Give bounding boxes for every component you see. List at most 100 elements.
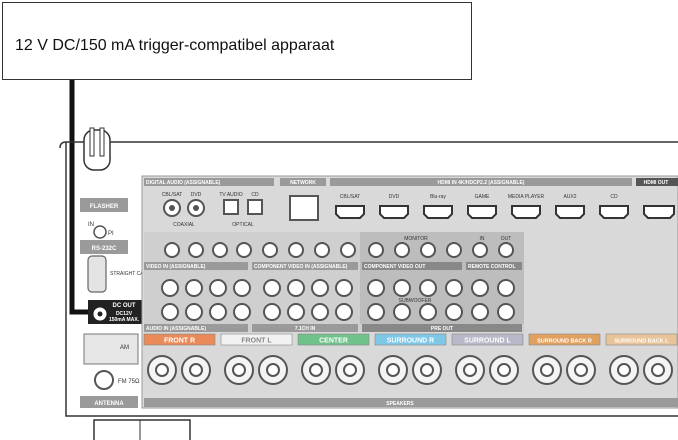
hdmi-in-title: HDMI IN 4K/HDCP2.2 (ASSIGNABLE) <box>438 180 525 186</box>
digital-input-label-4: CD <box>251 192 259 198</box>
speaker-terminal-center <box>420 363 434 377</box>
speaker-terminal-center <box>617 363 631 377</box>
remote-out-label: OUT <box>501 236 512 242</box>
network-label-bar <box>280 178 326 186</box>
speaker-terminal-center <box>463 363 477 377</box>
remote-in-label: IN <box>480 236 485 242</box>
hdmi-input-label-6: AUX2 <box>563 194 576 200</box>
panel-outline-top <box>59 141 678 149</box>
hdmi-input-label-5: MEDIA PLAYER <box>508 194 545 200</box>
coaxial-jacks <box>163 199 205 217</box>
speaker-section: FRONT R FRONT L CENTER SURROUND R SURROUND L… <box>143 333 678 385</box>
digital-audio-title: DIGITAL AUDIO (ASSIGNABLE) <box>146 180 221 186</box>
dc-out-jack-center <box>97 311 103 317</box>
digital-input-label-3: TV AUDIO <box>219 192 242 198</box>
flasher-pi-label: PI <box>108 231 114 237</box>
speaker-terminal-center <box>266 363 280 377</box>
speakers-title: SPEAKERS <box>386 401 414 407</box>
rs232c-note: STRAIGHT CABLE <box>110 271 154 277</box>
rs232c-title: RS-232C <box>92 246 117 252</box>
flasher-jack <box>93 225 107 239</box>
optical-label: OPTICAL <box>232 222 254 228</box>
rs232c-label-bar <box>80 240 128 254</box>
speaker-terminal-center <box>540 363 554 377</box>
hdmi-in-label-bar <box>330 178 632 186</box>
antenna-fm-label: FM 75Ω <box>118 379 140 385</box>
digital-input-label-1: CBL/SAT <box>162 192 182 198</box>
fm-antenna-jack <box>94 370 114 390</box>
component-out-label-bar <box>362 262 462 270</box>
dc-out-spec-line1: DC12V <box>116 311 133 317</box>
hdmi-input-label-1: CBL/SAT <box>340 194 360 200</box>
audio-in-title: AUDIO IN (ASSIGNABLE) <box>146 326 206 332</box>
antenna-post <box>83 129 111 171</box>
hdmi-input-label-7: CD <box>610 194 618 200</box>
am-antenna-terminal <box>83 333 139 365</box>
speaker-channel-label: SURROUND BACK L <box>614 339 669 345</box>
speaker-channel-header <box>374 333 447 346</box>
speaker-terminal-center <box>651 363 665 377</box>
speaker-terminal-center <box>386 363 400 377</box>
hdmi-out-label-bar <box>636 178 678 186</box>
hdmi-input-label-2: DVD <box>389 194 400 200</box>
ch71-in-jacks <box>263 279 353 321</box>
flasher-label-bar <box>80 198 128 212</box>
component-out-title: COMPONENT VIDEO OUT <box>364 264 425 270</box>
panel-outline <box>65 142 678 417</box>
device-callout-text: 12 V DC/150 mA trigger-compatibel appara… <box>15 37 335 54</box>
rs232c-port <box>87 255 107 293</box>
network-title: NETWORK <box>290 180 316 186</box>
flasher-title: FLASHER <box>90 204 119 210</box>
speaker-terminal-center <box>189 363 203 377</box>
video-in-title: VIDEO IN (ASSIGNABLE) <box>146 264 206 270</box>
speaker-terminal-center <box>343 363 357 377</box>
video-in-label-bar <box>144 262 248 270</box>
digital-audio-label-bar <box>144 178 274 186</box>
panel-foot <box>93 419 191 440</box>
hdmi-out-title: HDMI OUT <box>644 180 669 186</box>
pre-out-label-bar <box>362 324 522 332</box>
coaxial-label: COAXIAL <box>173 222 195 228</box>
device-callout-box: 12 V DC/150 mA trigger-compatibel appara… <box>2 2 472 80</box>
pre-out-title: PRE OUT <box>431 326 453 332</box>
hdmi-input-label-4: GAME <box>475 194 490 200</box>
ch71-label-bar <box>252 324 358 332</box>
hdmi-input-label-3: Blu-ray <box>430 194 446 200</box>
speaker-channel-header <box>220 333 293 346</box>
pre-out-jacks <box>367 279 515 321</box>
antenna-title: ANTENNA <box>94 401 124 407</box>
dc-out-title: DC OUT <box>113 303 136 309</box>
speaker-terminal-center <box>574 363 588 377</box>
hdmi-out-port <box>643 205 675 219</box>
speaker-channel-label: CENTER <box>319 338 348 345</box>
speaker-channel-label: SURROUND L <box>464 338 511 345</box>
hdmi-in-ports <box>335 205 629 219</box>
audio-in-jacks <box>161 279 251 321</box>
audio-in-label-bar <box>144 324 248 332</box>
ch71-title: 7.1CH IN <box>295 326 316 332</box>
antenna-post-arm-right <box>99 127 105 157</box>
speaker-channel-label: SURROUND R <box>387 338 434 345</box>
speaker-channel-label: FRONT R <box>164 338 195 345</box>
speaker-terminal-center <box>497 363 511 377</box>
speaker-channel-label: SURROUND BACK R <box>537 339 592 345</box>
speaker-channel-header <box>451 333 524 346</box>
component-out-monitor-label: MONITOR <box>404 236 428 242</box>
remote-label-bar <box>466 262 522 270</box>
speaker-terminal-center <box>155 363 169 377</box>
network-port <box>289 195 319 221</box>
component-out-section <box>360 232 524 324</box>
component-in-title: COMPONENT VIDEO IN (ASSIGNABLE) <box>254 264 348 270</box>
speaker-channel-header <box>605 333 678 346</box>
speaker-channel-label: FRONT L <box>241 338 272 345</box>
speakers-label-bar <box>144 398 678 407</box>
remote-title: REMOTE CONTROL <box>468 264 516 270</box>
component-in-label-bar <box>252 262 358 270</box>
speaker-terminal-center <box>232 363 246 377</box>
speaker-terminal-center <box>309 363 323 377</box>
digital-input-label-2: DVD <box>191 192 202 198</box>
speaker-channel-header <box>143 333 216 346</box>
dc-out-spec-line2: 150mA MAX. <box>109 317 140 323</box>
speaker-channel-header <box>297 333 370 346</box>
